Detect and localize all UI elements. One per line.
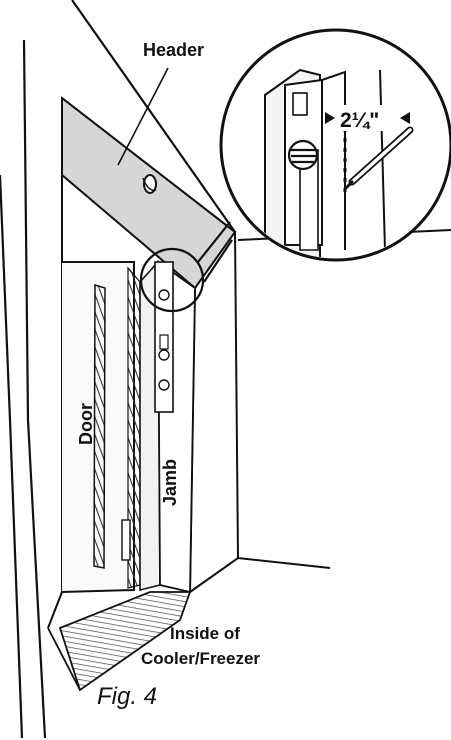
jamb xyxy=(139,259,196,594)
header-leader-line xyxy=(117,67,169,166)
jamb-label: Jamb xyxy=(160,459,180,506)
door-panel xyxy=(61,261,141,593)
strike-plate xyxy=(154,261,174,413)
measurement-label: 2¼" xyxy=(340,109,379,132)
outer-wall xyxy=(0,0,236,739)
floor-threshold xyxy=(47,591,192,692)
interior-wall xyxy=(189,229,451,593)
header-label: Header xyxy=(143,40,204,60)
door-label: Door xyxy=(76,403,96,445)
screw-icon xyxy=(143,174,157,194)
inside-label-line2: Cooler/Freezer xyxy=(141,649,260,668)
detail-magnifier: 2¼" xyxy=(219,28,451,262)
zoom-indicator xyxy=(139,221,233,313)
arrow-left-icon xyxy=(400,112,410,124)
arrow-right-icon xyxy=(325,112,335,124)
figure-caption: Fig. 4 xyxy=(97,683,157,710)
inside-label-line1: Inside of xyxy=(170,624,240,643)
